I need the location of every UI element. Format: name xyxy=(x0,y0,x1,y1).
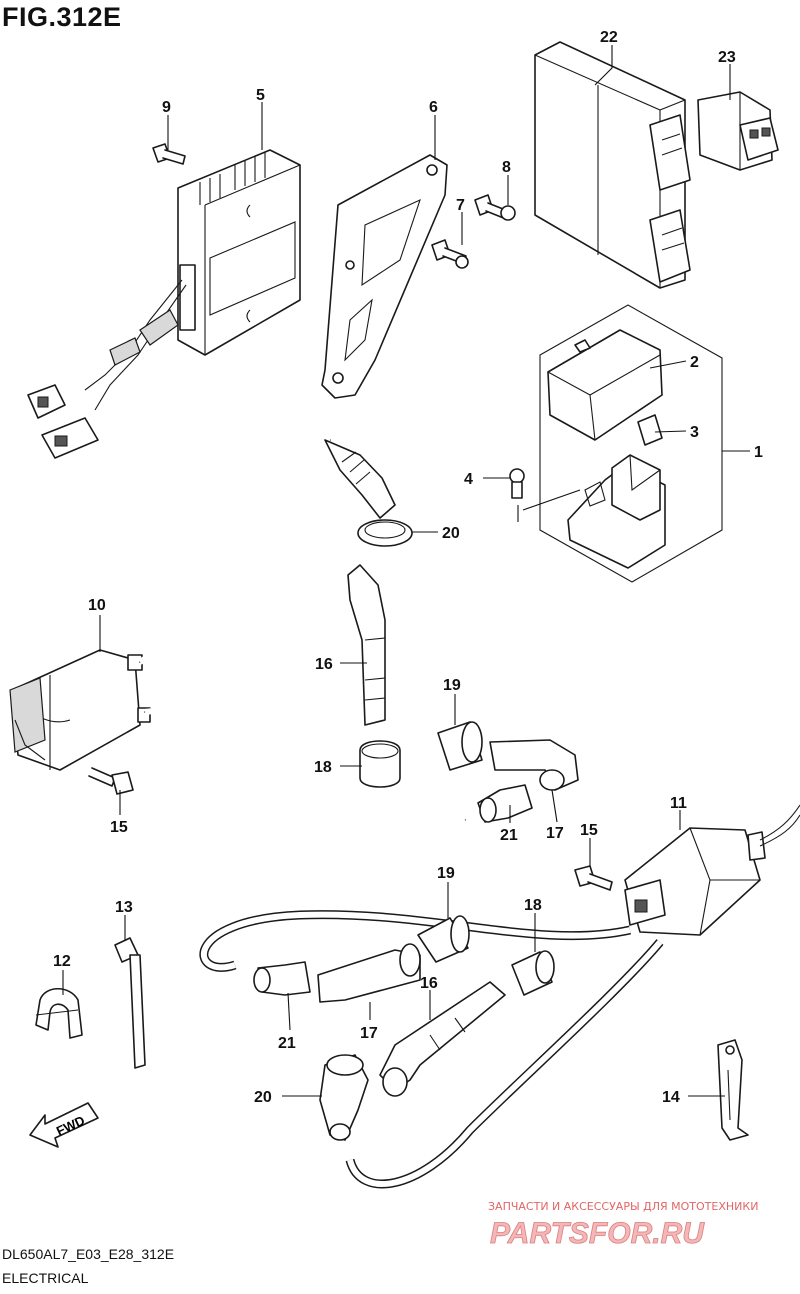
callout-6[interactable]: 6 xyxy=(429,99,438,116)
ignition-coil-10[interactable] xyxy=(9,649,151,771)
clamp-12[interactable] xyxy=(35,987,83,1039)
callout-23[interactable]: 23 xyxy=(718,49,736,66)
strap-14[interactable] xyxy=(717,1039,749,1141)
seal-18-lower[interactable] xyxy=(511,950,555,996)
bolt-9[interactable] xyxy=(152,143,186,165)
bolt-15-upper[interactable] xyxy=(88,767,134,795)
screw-8[interactable] xyxy=(474,194,516,221)
callout-2[interactable]: 2 xyxy=(690,354,699,371)
callout-16-upper[interactable]: 16 xyxy=(315,656,333,673)
callout-17-lower[interactable]: 17 xyxy=(360,1025,378,1042)
callout-15-upper[interactable]: 15 xyxy=(110,819,128,836)
callout-21-upper[interactable]: 21 xyxy=(500,827,518,844)
grommet-21-upper[interactable] xyxy=(477,784,533,823)
callout-18-lower[interactable]: 18 xyxy=(524,897,542,914)
section-name: ELECTRICAL xyxy=(2,1270,89,1286)
high-tension-lead-upper xyxy=(138,426,466,835)
callout-22[interactable]: 22 xyxy=(600,29,618,46)
screw-7[interactable] xyxy=(431,239,469,269)
elbow-boot-17-lower[interactable] xyxy=(317,943,421,1003)
cable-tie-13[interactable] xyxy=(114,937,146,1069)
callout-13[interactable]: 13 xyxy=(115,899,133,916)
bolt-15-lower[interactable] xyxy=(574,865,613,891)
callout-14[interactable]: 14 xyxy=(662,1089,680,1106)
callout-4[interactable]: 4 xyxy=(464,471,473,488)
model-code: DL650AL7_E03_E28_312E xyxy=(2,1246,175,1262)
callout-labels: 22 23 5 9 6 8 7 2 3 1 4 20 10 16 19 18 1… xyxy=(53,29,763,1106)
callout-20-upper[interactable]: 20 xyxy=(442,525,460,542)
starter-relay-assembly[interactable] xyxy=(539,304,723,583)
grommet-20-upper[interactable] xyxy=(357,519,413,547)
callout-17-upper[interactable]: 17 xyxy=(546,825,564,842)
callout-11[interactable]: 11 xyxy=(670,795,687,812)
plug-cap-16-upper[interactable] xyxy=(347,564,386,726)
callout-18-upper[interactable]: 18 xyxy=(314,759,332,776)
forward-arrow: FWD xyxy=(29,1102,99,1148)
screw-4[interactable] xyxy=(509,468,525,499)
callout-1[interactable]: 1 xyxy=(754,444,763,461)
callout-19-lower[interactable]: 19 xyxy=(437,865,455,882)
grommet-21-lower[interactable] xyxy=(253,961,311,996)
figure-title: FIG.312E xyxy=(2,2,122,32)
callout-7[interactable]: 7 xyxy=(456,197,465,214)
connector-23[interactable] xyxy=(697,91,779,171)
callout-15-lower[interactable]: 15 xyxy=(580,822,598,839)
ignition-coil-11[interactable] xyxy=(624,804,800,936)
ecm-22[interactable] xyxy=(534,41,691,289)
seal-18-upper[interactable] xyxy=(359,740,401,788)
callout-12[interactable]: 12 xyxy=(53,953,71,970)
watermark-tagline: ЗАПЧАСТИ И АКСЕССУАРЫ ДЛЯ МОТОТЕХНИКИ xyxy=(488,1200,758,1213)
leader-lines xyxy=(62,45,750,1097)
elbow-boot-17-upper[interactable] xyxy=(489,739,579,791)
watermark: ЗАПЧАСТИ И АКСЕССУАРЫ ДЛЯ МОТОТЕХНИКИ PA… xyxy=(488,1200,758,1250)
seal-19-upper[interactable] xyxy=(437,721,483,771)
watermark-brand: PARTSFOR.RU xyxy=(490,1217,705,1250)
callout-20-lower[interactable]: 20 xyxy=(254,1089,272,1106)
callout-16-lower[interactable]: 16 xyxy=(420,975,438,992)
regulator-rectifier[interactable] xyxy=(27,149,301,459)
callout-5[interactable]: 5 xyxy=(256,87,265,104)
bracket-6[interactable] xyxy=(321,154,448,399)
seal-19-lower[interactable] xyxy=(417,915,470,963)
callout-21-lower[interactable]: 21 xyxy=(278,1035,296,1052)
grommet-20-lower[interactable] xyxy=(319,1054,369,1141)
callout-19-upper[interactable]: 19 xyxy=(443,677,461,694)
plug-cap-16-lower[interactable] xyxy=(379,981,506,1097)
callout-3[interactable]: 3 xyxy=(690,424,699,441)
boot-upper[interactable] xyxy=(324,439,396,519)
callout-8[interactable]: 8 xyxy=(502,159,511,176)
high-tension-lead-lower xyxy=(199,910,664,1189)
callout-9[interactable]: 9 xyxy=(162,99,171,116)
callout-10[interactable]: 10 xyxy=(88,597,106,614)
